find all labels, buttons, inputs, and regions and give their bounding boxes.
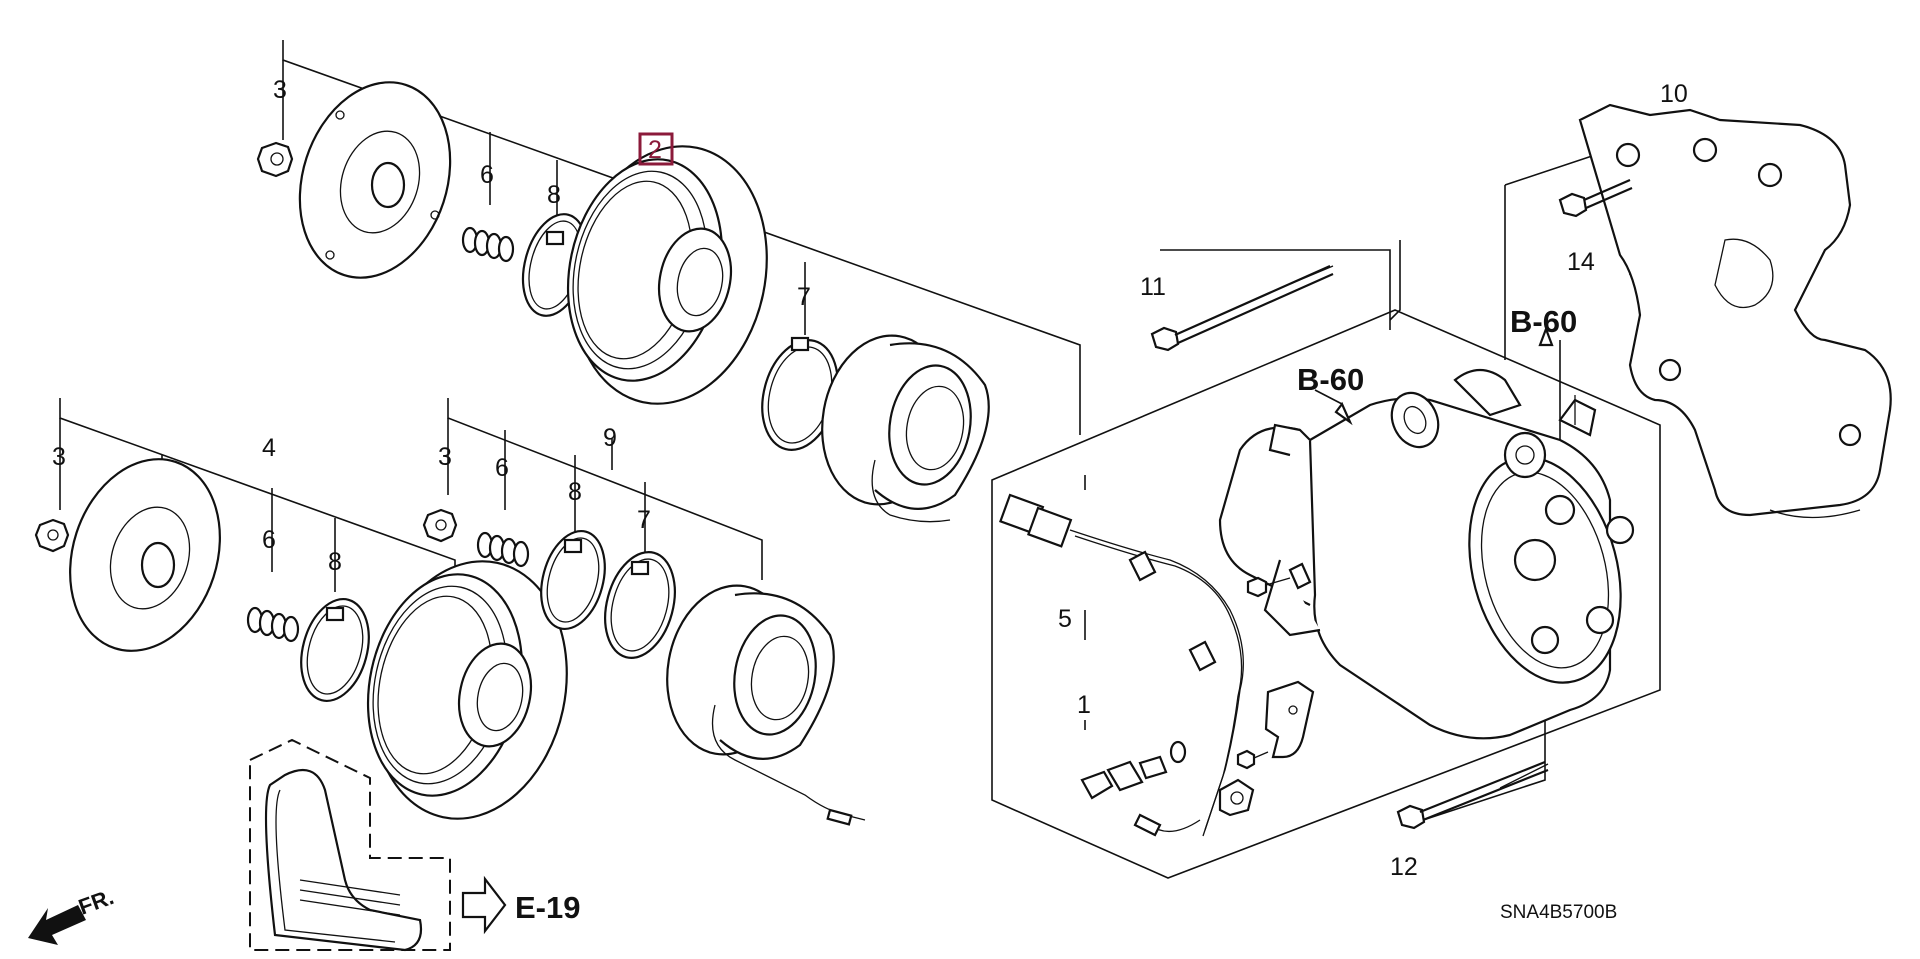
mounting-bracket-icon [1578, 103, 1892, 519]
field-coil-icon [821, 334, 990, 523]
connector-icon [1218, 778, 1255, 817]
callout-1: 1 [1077, 691, 1091, 719]
bolt-icon [1236, 749, 1269, 770]
compressor-icon [1218, 368, 1635, 740]
snap-ring-icon [761, 336, 839, 451]
callout-2: 2 [648, 136, 662, 164]
callout-8: 8 [568, 478, 582, 506]
armature-plate-icon [69, 458, 221, 652]
long-bolt-icon [1396, 760, 1549, 830]
callout-8: 8 [328, 548, 342, 576]
callout-6: 6 [480, 161, 494, 189]
callout-14: 14 [1567, 248, 1595, 276]
callout-3: 3 [273, 76, 287, 104]
pulley-icon [366, 560, 568, 820]
nut-icon [34, 518, 70, 553]
front-direction-arrow-icon [28, 905, 86, 945]
drive-belt-group [249, 738, 451, 952]
callouts: 3 6 8 2 7 3 4 6 8 3 6 9 8 7 5 1 11 12 10… [52, 76, 1688, 881]
callout-4: 4 [262, 434, 276, 462]
ref-b60-right: B-60 [1510, 304, 1577, 339]
sensor-icon [1080, 740, 1187, 800]
bracket-icon [1264, 680, 1315, 759]
long-bolt-icon [1150, 264, 1334, 352]
callout-11: 11 [1140, 273, 1166, 301]
callout-10: 10 [1660, 80, 1688, 108]
callout-3: 3 [438, 443, 452, 471]
arrow-icon [1538, 325, 1554, 347]
nut-icon [256, 141, 294, 178]
wire-harness-icon [999, 493, 1244, 837]
shim-stack-icon [246, 606, 300, 643]
shim-stack-icon [461, 226, 515, 263]
diagram-code: SNA4B5700B [1500, 902, 1617, 923]
pulley-icon [566, 145, 768, 405]
callout-7: 7 [637, 506, 651, 534]
callout-7: 7 [797, 283, 811, 311]
front-label: FR. [75, 884, 117, 920]
highlight-box [638, 132, 674, 166]
nut-icon [422, 508, 458, 543]
bolt-icon [1246, 562, 1312, 598]
ref-e19: E-19 [515, 890, 580, 925]
snap-ring-icon [604, 551, 676, 659]
arrow-right-icon [461, 875, 507, 935]
shim-stack-icon [476, 531, 530, 568]
armature-plate-icon [298, 81, 452, 279]
callout-5: 5 [1058, 605, 1072, 633]
bolt-icon [1558, 178, 1633, 218]
compressor-group-frame [991, 309, 1661, 879]
callout-3: 3 [52, 443, 66, 471]
callout-12: 12 [1390, 853, 1418, 881]
snap-ring-icon [300, 597, 370, 703]
snap-ring-icon [540, 529, 606, 631]
callout-6: 6 [262, 526, 276, 554]
ref-b60-left: B-60 [1297, 362, 1364, 397]
field-coil-icon [666, 584, 866, 826]
arrow-icon [1334, 401, 1353, 426]
callout-9: 9 [603, 424, 617, 452]
callout-8: 8 [547, 181, 561, 209]
callout-6: 6 [495, 454, 509, 482]
